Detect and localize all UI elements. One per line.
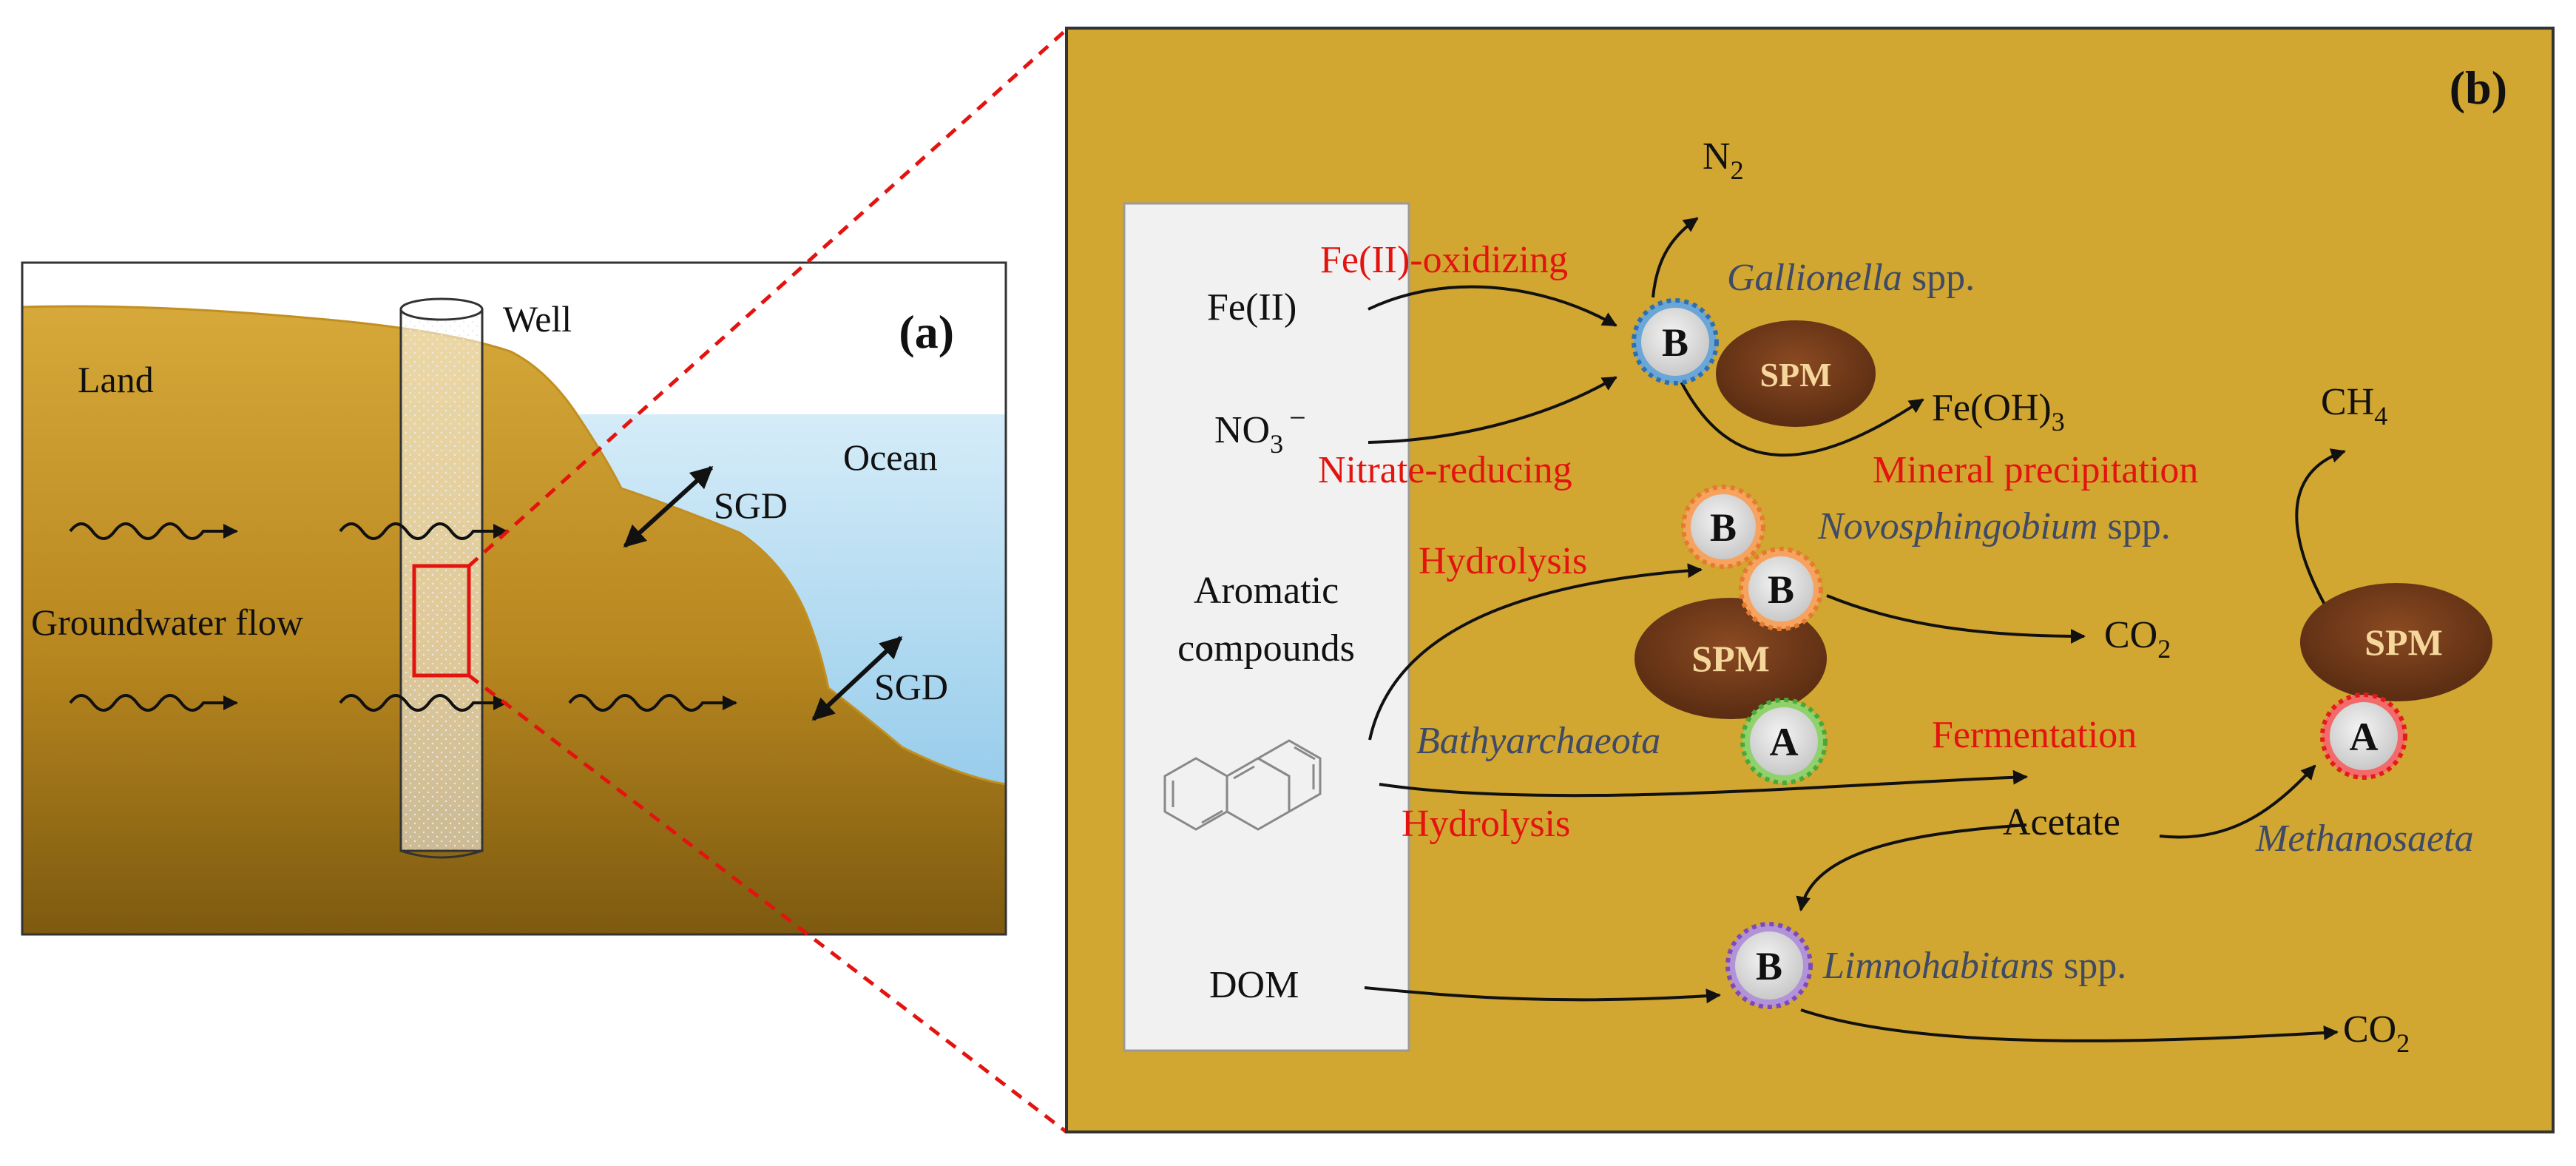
svg-text:A: A bbox=[1770, 720, 1799, 764]
organism-methanosaeta: Methanosaeta bbox=[2255, 818, 2474, 860]
land-body bbox=[22, 306, 1006, 934]
inputs-box bbox=[1123, 202, 1410, 1052]
input-aromatic-line1: Aromatic bbox=[1194, 570, 1339, 612]
svg-text:B: B bbox=[1710, 505, 1737, 550]
organism-novosphingobium: Novosphingobium spp. bbox=[1817, 505, 2171, 547]
sgd-label-upper: SGD bbox=[714, 485, 788, 526]
ocean-label: Ocean bbox=[843, 437, 938, 478]
sgd-label-lower: SGD bbox=[874, 666, 948, 707]
input-dom: DOM bbox=[1209, 964, 1299, 1006]
well-label: Well bbox=[503, 298, 572, 340]
cell-gallionella: B bbox=[1632, 298, 1719, 385]
cell-methanosaeta: A bbox=[2320, 692, 2407, 780]
spm-particle-methanosaeta bbox=[2300, 583, 2492, 701]
cell-limnohabitans: B bbox=[1725, 922, 1813, 1009]
panel-a-frame bbox=[21, 261, 1007, 936]
panel-a: (a) Well Land Ocean SGD SGD Groundwater … bbox=[22, 263, 1006, 934]
product-feoh3: Fe(OH)3 bbox=[1932, 387, 2065, 437]
input-fe2: Fe(II) bbox=[1207, 286, 1297, 328]
spm-label-bathyarchaeota: SPM bbox=[1691, 638, 1770, 679]
product-acetate: Acetate bbox=[2003, 801, 2120, 843]
phenanthrene-structure-icon bbox=[1163, 739, 1322, 831]
land-label: Land bbox=[78, 359, 154, 400]
cell-novosphingobium-2: B bbox=[1739, 547, 1823, 631]
zoom-line-upper bbox=[467, 28, 1068, 567]
cell-novosphingobium-1: B bbox=[1681, 485, 1765, 569]
panel-b: (b) Fe(II) NO3− Aromatic compounds DOM bbox=[1065, 27, 2555, 1133]
panel-a-label: (a) bbox=[899, 306, 954, 358]
organism-bathyarchaeota: Bathyarchaeota bbox=[1416, 720, 1660, 762]
cell-bathyarchaeota: A bbox=[1740, 698, 1828, 785]
input-aromatic-line2: compounds bbox=[1177, 627, 1355, 670]
sgd-arrow-lower bbox=[811, 636, 903, 721]
spm-particle-gallionella bbox=[1716, 320, 1876, 427]
svg-text:B: B bbox=[1756, 944, 1782, 988]
product-co2-bottom: CO2 bbox=[2343, 1008, 2410, 1058]
organism-limnohabitans: Limnohabitans spp. bbox=[1822, 945, 2126, 987]
spm-label-gallionella: SPM bbox=[1759, 356, 1831, 394]
process-hydrolysis-upper: Hydrolysis bbox=[1419, 540, 1587, 582]
process-fe-oxidizing: Fe(II)-oxidizing bbox=[1320, 239, 1568, 281]
process-fermentation: Fermentation bbox=[1932, 714, 2137, 756]
spm-label-methanosaeta: SPM bbox=[2364, 621, 2443, 663]
panel-b-label: (b) bbox=[2450, 61, 2507, 114]
svg-text:A: A bbox=[2350, 715, 2379, 759]
process-mineral-precipitation: Mineral precipitation bbox=[1873, 449, 2198, 491]
zoom-line-lower bbox=[467, 674, 1068, 1133]
pathway-arrows bbox=[1364, 217, 2364, 1042]
process-hydrolysis-lower: Hydrolysis bbox=[1402, 803, 1570, 845]
sgd-arrow-upper bbox=[623, 465, 714, 548]
groundwater-flow-arrows bbox=[69, 522, 737, 712]
svg-text:B: B bbox=[1662, 320, 1688, 365]
product-n2: N2 bbox=[1703, 135, 1744, 185]
product-ch4: CH4 bbox=[2321, 381, 2387, 431]
process-nitrate-reducing: Nitrate-reducing bbox=[1318, 449, 1572, 491]
groundwater-flow-label: Groundwater flow bbox=[31, 601, 303, 643]
product-co2-mid: CO2 bbox=[2104, 614, 2171, 664]
organism-gallionella: Gallionella spp. bbox=[1727, 257, 1975, 299]
sampling-zone-marker bbox=[412, 564, 471, 678]
svg-text:B: B bbox=[1768, 567, 1794, 612]
input-no3: NO3− bbox=[1214, 401, 1306, 459]
